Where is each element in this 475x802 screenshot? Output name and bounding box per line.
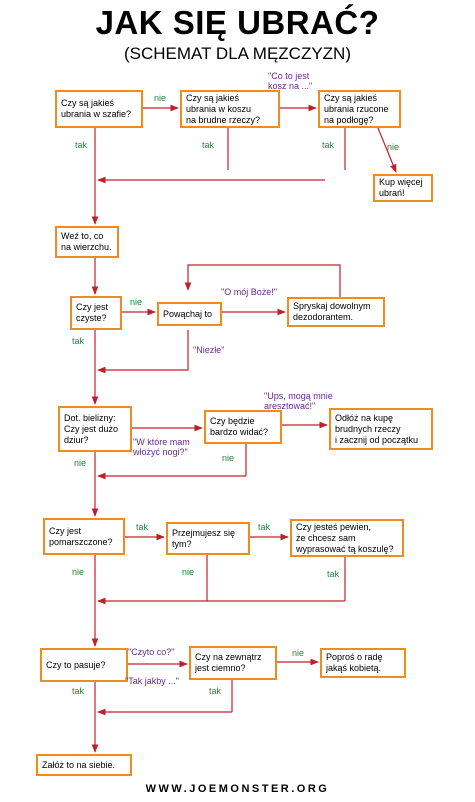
node-underwear: Dot. bielizny: Czy jest dużo dziur?: [58, 406, 132, 452]
node-ask-woman: Poproś o radę jakąś kobietą.: [320, 648, 406, 678]
node-put-on: Załóż to na siebie.: [36, 754, 132, 776]
comment-as-if: "Tak jakby ...": [125, 676, 179, 686]
edge-label-no: nie: [222, 453, 235, 463]
node-visible: Czy będzie bardzo widać?: [204, 410, 282, 444]
edge-label-yes: tak: [322, 140, 335, 150]
comment-notbad: "Niezłe": [193, 345, 225, 355]
edge-label-yes: tak: [209, 686, 222, 696]
edge-label-no: nie: [74, 458, 87, 468]
comment-arrest: "Ups, mogą mnie aresztować!": [264, 391, 333, 411]
edge-label-no: nie: [292, 648, 305, 658]
arrow-sniff-notbad: [97, 330, 189, 374]
edge-label-no: nie: [154, 93, 167, 103]
comment-basket: "Co to jest kosz na ...": [268, 71, 313, 91]
node-basket: Czy są jakieś ubrania w koszu na brudne …: [180, 90, 280, 128]
node-floor: Czy są jakieś ubrania rzucone na podłogę…: [318, 90, 401, 128]
site-footer: WWW.JOEMONSTER.ORG: [145, 783, 330, 795]
edge-label-yes: tak: [327, 569, 340, 579]
edge-label-no: nie: [130, 297, 143, 307]
edge-label-no: nie: [387, 142, 400, 152]
edge-label-no: nie: [182, 567, 195, 577]
node-dark: Czy na zewnątrz jest ciemno?: [189, 646, 277, 680]
node-pile: Odłóż na kupę brudnych rzeczy i zacznij …: [329, 408, 433, 450]
edge-label-yes: tak: [202, 140, 215, 150]
page-subtitle: (SCHEMAT DLA MĘZCZYZN): [124, 44, 351, 63]
edge-label-yes: tak: [258, 522, 271, 532]
node-sniff: Powąchaj to: [157, 302, 222, 326]
node-buy: Kup więcej ubrań!: [373, 174, 433, 202]
edge-label-yes: tak: [136, 522, 149, 532]
comment-what: "Czyto co?": [128, 647, 175, 657]
node-clean: Czy jest czyste?: [70, 296, 122, 330]
node-take-top: Weź to, co na wierzchu.: [55, 226, 119, 258]
comment-which-legs: "W które mam włożyć nogi?": [133, 437, 190, 457]
arrow-spray-loop: [184, 264, 341, 297]
edge-label-yes: tak: [75, 140, 88, 150]
node-matches: Czy to pasuje?: [40, 648, 128, 682]
edge-label-yes: tak: [72, 336, 85, 346]
node-sure-iron: Czy jesteś pewien, że chcesz sam wypraso…: [290, 519, 404, 557]
node-wrinkled: Czy jest pomarszczone?: [43, 518, 125, 555]
comment-omg: "O mój Boże!": [221, 287, 277, 297]
page-title: JAK SIĘ UBRAĆ?: [95, 4, 380, 41]
node-spray: Spryskaj dowolnym dezodorantem.: [287, 297, 385, 327]
arrow-floor-buy: [377, 127, 397, 173]
node-care: Przejmujesz się tym?: [166, 522, 250, 555]
edge-label-yes: tak: [72, 686, 85, 696]
node-wardrobe: Czy są jakieś ubrania w szafie?: [55, 90, 143, 128]
edge-label-no: nie: [72, 567, 85, 577]
